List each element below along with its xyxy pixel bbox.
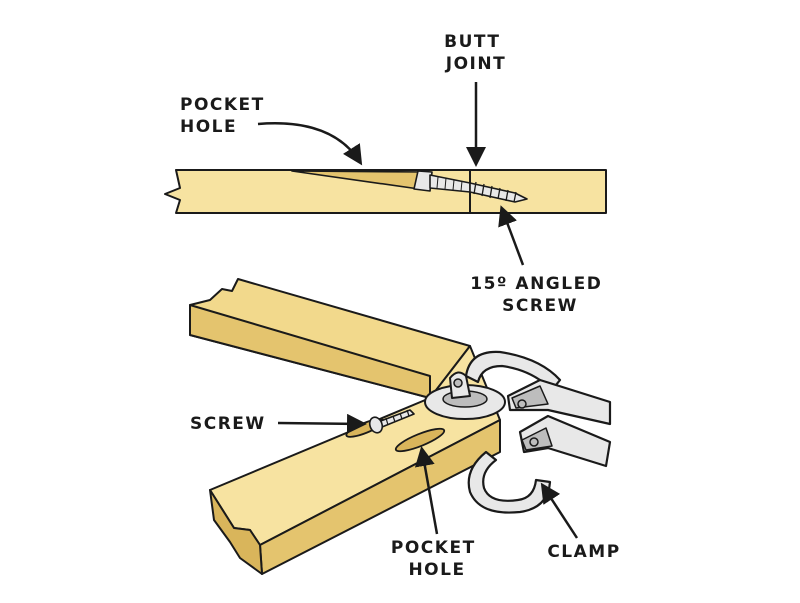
screw-head [413,170,433,192]
butt-joint-label: BUTT JOINT [444,32,508,74]
pocket-hole-top-label: POCKET HOLE [180,95,272,137]
pocket-hole-2 [394,427,446,453]
clamp-arrow [540,482,579,539]
front-board-end [209,489,263,575]
angled-screw [429,174,528,203]
clamp-label: CLAMP [547,542,620,562]
pocket-hole-bottom-arrow [414,446,439,535]
screw-arrow [277,413,367,434]
corner-joint [189,278,612,575]
angled-screw-label: 15º ANGLED SCREW [470,274,609,316]
screw-label: SCREW [190,414,266,434]
pocket-hole-bottom-label: POCKET HOLE [391,538,483,580]
butt-joint-section [164,169,607,214]
pocket-hole-top-arrow [257,122,363,166]
angled-screw-arrow [498,205,525,266]
clamp [424,350,612,514]
screw [368,409,415,434]
